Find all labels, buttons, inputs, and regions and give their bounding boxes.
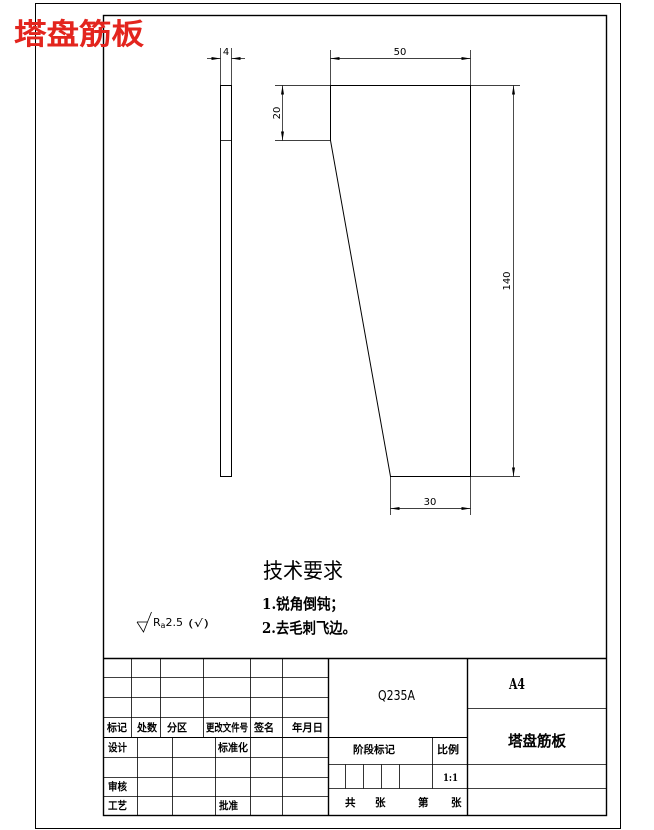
tb-sheets-total-suffix: 张 xyxy=(375,796,386,809)
drawing-title: 塔盘筋板 xyxy=(14,17,145,51)
tb-sheet-no-suffix: 张 xyxy=(451,796,462,809)
front-view-outline xyxy=(330,85,471,477)
tech-req-item-1: 1.锐角倒钝； xyxy=(262,595,344,613)
inner-frame xyxy=(102,14,608,817)
tb-process-label: 工艺 xyxy=(108,799,127,812)
tb-scale-label: 比例 xyxy=(437,743,459,756)
tech-req-heading: 技术要求 xyxy=(263,559,343,583)
tb-approval-label: 批准 xyxy=(219,799,238,812)
thickness-dimension-text: 4 xyxy=(223,47,229,58)
tb-designer-label: 设计 xyxy=(108,741,127,754)
tb-sheets-total-prefix: 共 xyxy=(345,796,356,809)
tb-reviewer-label: 审核 xyxy=(108,780,127,793)
tb-scale: 1:1 xyxy=(443,772,458,784)
roughness-parameter: R xyxy=(153,616,161,629)
tb-standardization-label: 标准化 xyxy=(217,741,248,754)
tb-col-zone: 分区 xyxy=(167,721,187,734)
overall-height-dimension-text: 140 xyxy=(502,271,513,290)
roughness-other-surfaces: (√) xyxy=(188,617,209,630)
tb-stage-mark-label: 阶段标记 xyxy=(353,743,395,756)
roughness-value: 2.5 xyxy=(166,616,184,629)
tb-col-change-doc: 更改文件号 xyxy=(206,721,248,734)
tb-col-mark: 标记 xyxy=(106,721,127,734)
tb-part-name: 塔盘筋板 xyxy=(508,732,567,750)
tech-req-item-2: 2.去毛刺飞边。 xyxy=(262,619,356,637)
tb-material: Q235A xyxy=(378,689,415,704)
line-work xyxy=(35,3,621,829)
side-view-outline xyxy=(220,85,232,477)
tb-col-signature: 签名 xyxy=(253,721,274,734)
tb-paper-size: A4 xyxy=(508,675,525,693)
top-width-dimension-text: 50 xyxy=(394,47,407,58)
tb-col-date: 年月日 xyxy=(292,721,323,734)
roughness-symbol xyxy=(136,611,152,633)
tb-sheet-no-prefix: 第 xyxy=(418,796,429,809)
outer-border xyxy=(35,3,621,829)
roughness-parameter-subscript: a xyxy=(161,621,166,630)
bottom-width-dimension-text: 30 xyxy=(424,497,437,508)
top-height-dimension-text: 20 xyxy=(272,107,283,120)
tb-col-count: 处数 xyxy=(136,721,157,734)
